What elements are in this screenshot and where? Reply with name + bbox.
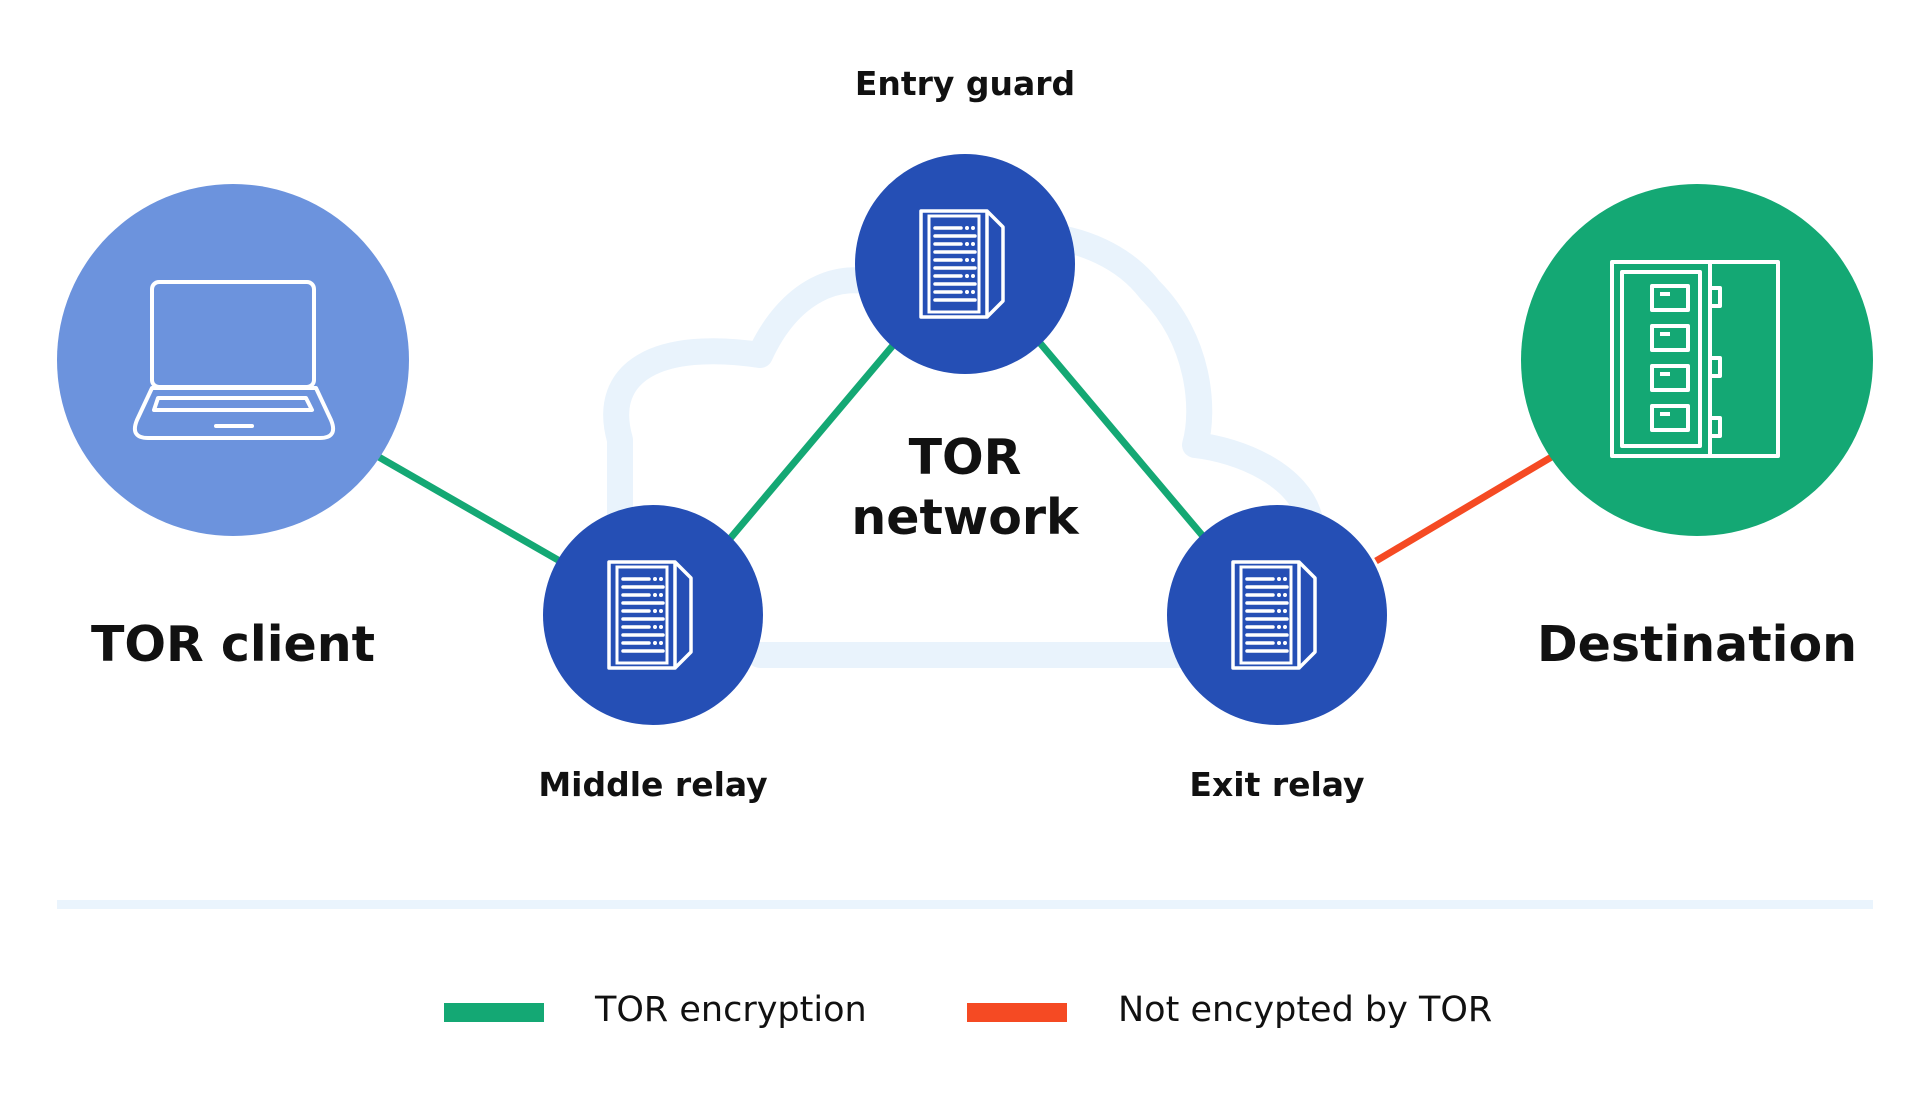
middle-relay-label: Middle relay [538, 765, 768, 804]
link-exit-destination [1374, 448, 1562, 565]
legend-divider [57, 900, 1873, 909]
legend-label-not-encrypted: Not encypted by TOR [1118, 990, 1493, 1030]
legend-swatch-not-encrypted [967, 1003, 1067, 1022]
entry-guard-label: Entry guard [854, 64, 1076, 103]
middle-relay-node [543, 505, 763, 725]
legend-label-tor-encryption: TOR encryption [595, 990, 867, 1030]
exit-relay-label: Exit relay [1189, 765, 1365, 804]
destination-node [1521, 184, 1873, 536]
server-cabinet-icon [1610, 260, 1780, 458]
laptop-icon [132, 280, 336, 440]
tor-network-line1: TOR [908, 429, 1022, 486]
exit-relay-node [1167, 505, 1387, 725]
destination-label: Destination [1536, 616, 1858, 673]
link-client-middle [368, 448, 560, 564]
tor-network-line2: network [851, 489, 1079, 546]
link-middle-entry [725, 340, 898, 544]
tor-client-node [57, 184, 409, 536]
entry-guard-node [855, 154, 1075, 374]
tor-network-label: TOR network [851, 428, 1078, 548]
legend-swatch-tor-encryption [444, 1003, 544, 1022]
tor-client-label: TOR client [90, 616, 376, 673]
link-entry-exit [1037, 340, 1210, 544]
